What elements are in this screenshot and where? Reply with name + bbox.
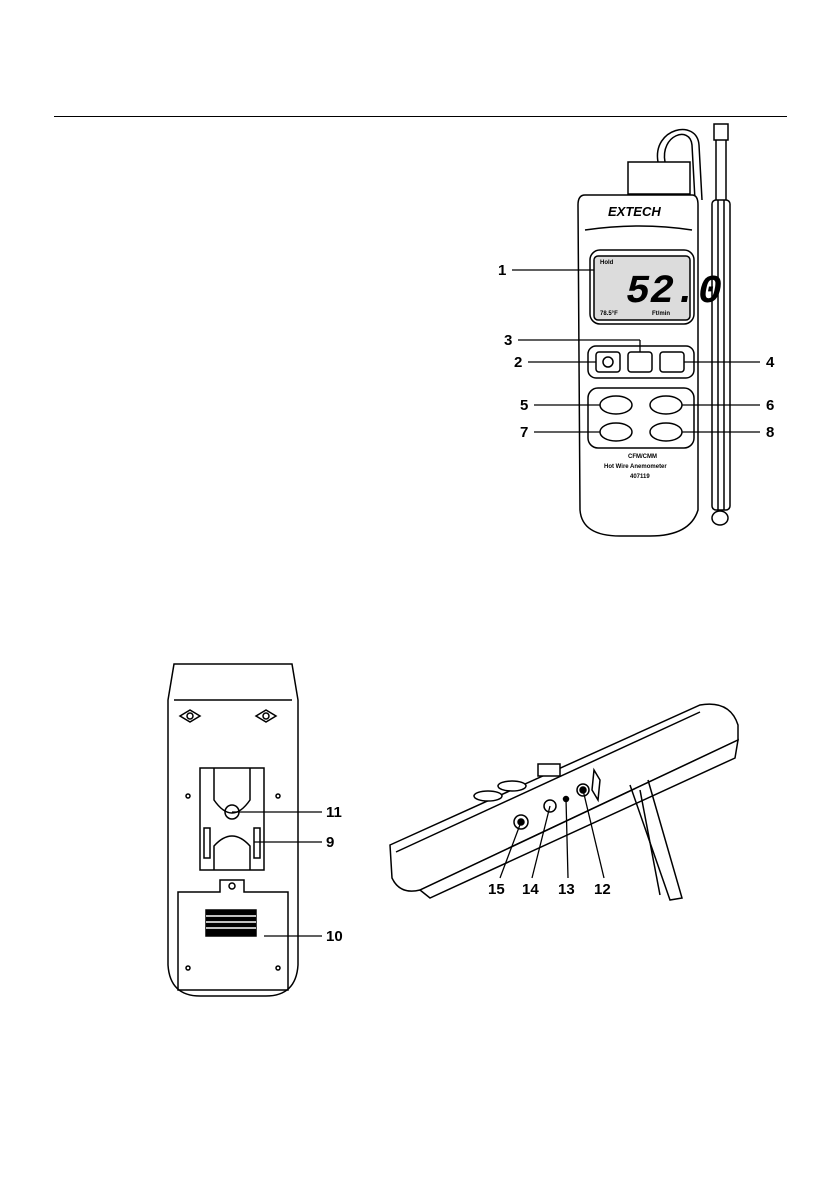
callout-8: 8	[766, 424, 774, 441]
callout-9: 9	[326, 834, 334, 851]
callout-4: 4	[766, 354, 775, 371]
callout-14: 14	[522, 881, 539, 898]
lcd-reading: 52.0	[626, 270, 722, 315]
callout-11: 11	[326, 804, 342, 821]
back-callouts: 11 9 10	[326, 804, 343, 945]
lcd-hold: Hold	[600, 260, 614, 266]
callout-6: 6	[766, 397, 774, 414]
model-number: 407119	[630, 474, 650, 480]
model-line2: Hot Wire Anemometer	[604, 464, 667, 470]
side-callouts: 15 14 13 12	[488, 881, 611, 898]
callout-15: 15	[488, 881, 505, 898]
callout-13: 13	[558, 881, 575, 898]
meter-back	[168, 664, 298, 996]
callout-1: 1	[498, 262, 506, 279]
callout-2: 2	[514, 354, 522, 371]
callout-12: 12	[594, 881, 611, 898]
callout-10: 10	[326, 928, 343, 945]
callout-5: 5	[520, 397, 528, 414]
lcd-temp: 78.5°F	[600, 311, 618, 317]
model-line1: CFM/CMM	[628, 454, 657, 460]
meter-side	[390, 704, 738, 900]
callout-7: 7	[520, 424, 528, 441]
callout-3: 3	[504, 332, 512, 349]
meter-front	[578, 124, 730, 536]
brand-label: EXTECH	[608, 204, 661, 219]
lcd-unit: Ft/min	[652, 311, 670, 317]
